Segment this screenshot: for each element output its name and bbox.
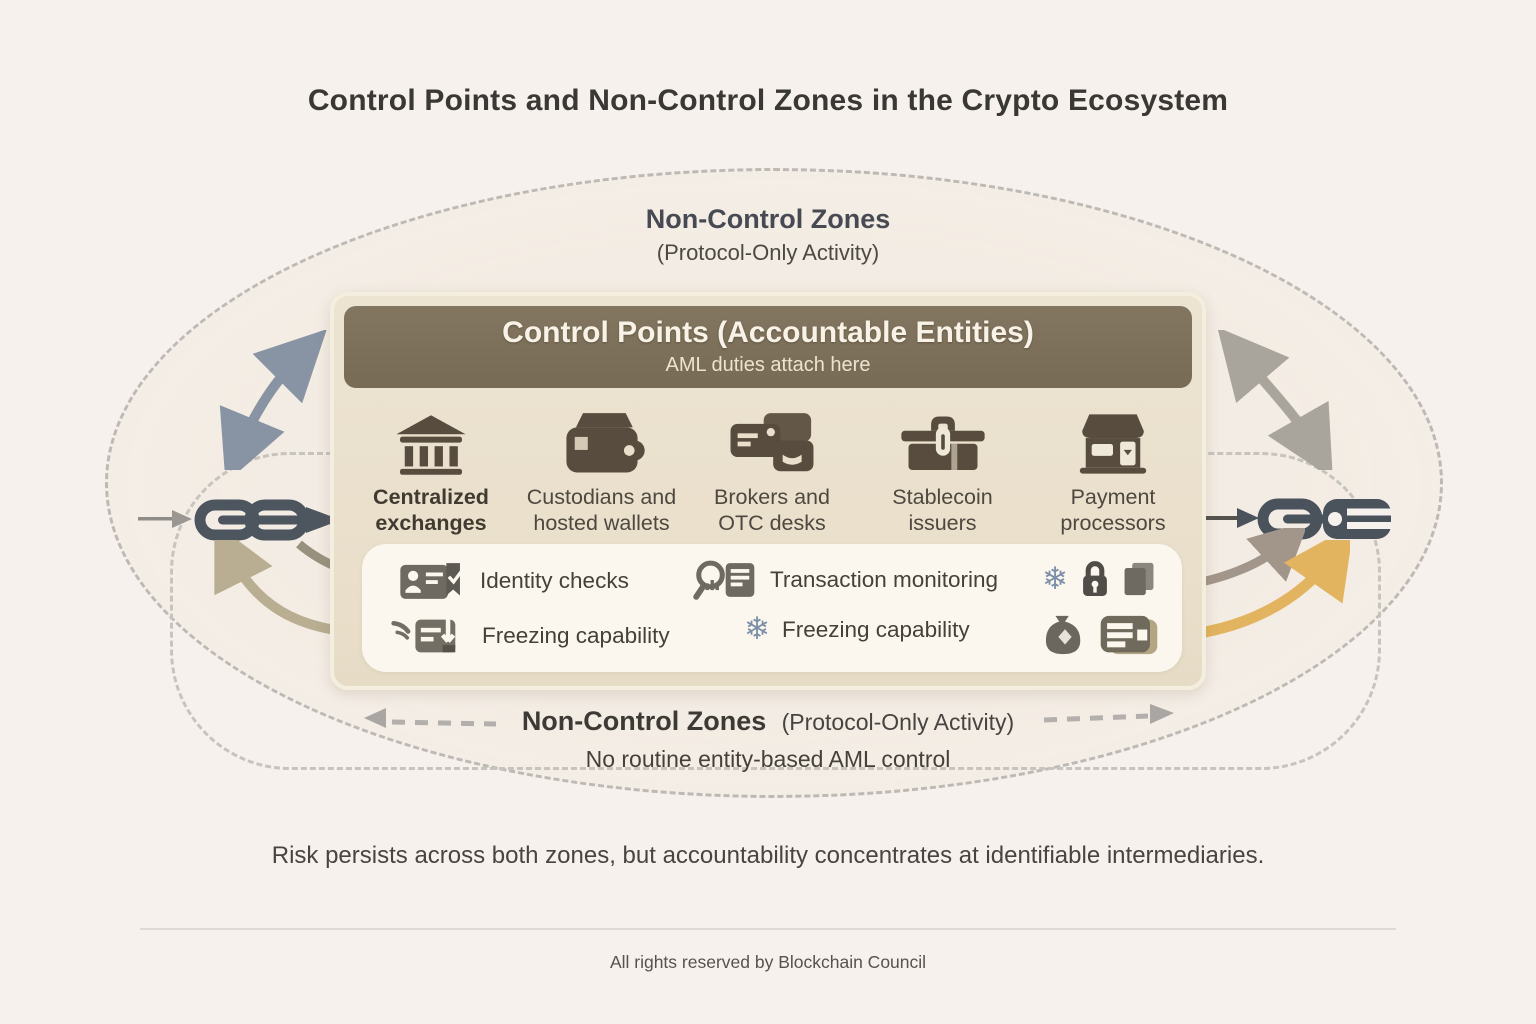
footer-copyright: All rights reserved by Blockchain Counci…	[609, 952, 927, 972]
duty-freezing-capability-1: Freezing capability	[390, 614, 670, 658]
non-control-zones-bottom-label: Non-Control Zones (Protocol-Only Activit…	[0, 706, 1536, 737]
duties-row-2: Freezing capability ❄ Freezing capabilit…	[362, 614, 1182, 662]
cards-icon	[728, 400, 816, 476]
control-points-subtitle: AML duties attach here	[665, 354, 871, 376]
duty-label: Freezing capability	[482, 623, 670, 648]
magnifier-chart-icon	[692, 558, 756, 602]
duty-icons-cluster-2	[1042, 614, 1160, 656]
entities-row: Centralized exchanges Custodians and hos…	[348, 400, 1196, 540]
no-aml-control-note: No routine entity-based AML control	[585, 746, 951, 772]
entity-label: Brokers and OTC desks	[714, 485, 830, 536]
snowflake-icon: ❄	[1042, 560, 1068, 597]
snowflake-icon: ❄	[744, 611, 770, 647]
non-control-zones-top-label: Non-Control Zones	[645, 204, 891, 234]
toolbox-icon	[899, 400, 987, 476]
duty-label: Transaction monitoring	[770, 567, 999, 592]
entity-custodians-wallets: Custodians and hosted wallets	[519, 400, 685, 540]
duty-label: Identity checks	[480, 568, 629, 593]
bottom-label-sub: (Protocol-Only Activity)	[781, 709, 1015, 735]
duty-icons-cluster-1: ❄	[1042, 558, 1156, 600]
bottom-label-bold: Non-Control Zones	[521, 706, 767, 736]
entity-label: Payment processors	[1060, 485, 1166, 536]
wallet-icon	[559, 400, 645, 476]
storefront-icon	[1070, 400, 1156, 476]
protocol-only-top-label: (Protocol-Only Activity)	[656, 240, 880, 265]
bank-icon	[392, 400, 470, 476]
duties-row-1: Identity checks Transaction monitoring	[362, 558, 1182, 606]
duty-freezing-capability-2: ❄ Freezing capability	[744, 614, 970, 645]
double-curved-arrow-upper-left	[219, 330, 327, 470]
entity-label: Stablecoin issuers	[892, 485, 993, 536]
entity-brokers-otc: Brokers and OTC desks	[689, 400, 855, 540]
card-freeze-icon	[390, 614, 468, 658]
duty-identity-checks: Identity checks	[398, 558, 629, 604]
control-points-header: Control Points (Accountable Entities) AM…	[344, 306, 1192, 388]
control-points-title: Control Points (Accountable Entities)	[502, 316, 1034, 349]
copy-icon	[1122, 559, 1156, 599]
control-points-box: Control Points (Accountable Entities) AM…	[330, 292, 1206, 690]
card-lines-icon	[1098, 614, 1160, 656]
entity-centralized-exchanges: Centralized exchanges	[348, 400, 514, 540]
entity-label: Custodians and hosted wallets	[526, 485, 677, 536]
risk-caption: Risk persists across both zones, but acc…	[271, 842, 1265, 869]
chain-link-icon	[138, 499, 341, 541]
lock-icon	[1078, 558, 1112, 600]
money-bag-icon	[1042, 614, 1088, 656]
entity-payment-processors: Payment processors	[1030, 400, 1196, 540]
duty-label: Freezing capability	[781, 616, 970, 642]
id-card-check-icon	[398, 558, 464, 604]
duty-transaction-monitoring: Transaction monitoring	[692, 558, 998, 602]
entity-label: Centralized exchanges	[373, 485, 489, 536]
entity-stablecoin-issuers: Stablecoin issuers	[860, 400, 1026, 540]
double-curved-arrow-upper-right	[1218, 330, 1333, 470]
dashed-arrow-right	[1044, 704, 1174, 724]
footer-divider	[140, 928, 1396, 930]
dashed-arrow-left	[364, 708, 497, 728]
aml-duties-panel: Identity checks Transaction monitoring	[362, 544, 1182, 672]
page-title: Control Points and Non-Control Zones in …	[307, 84, 1229, 117]
